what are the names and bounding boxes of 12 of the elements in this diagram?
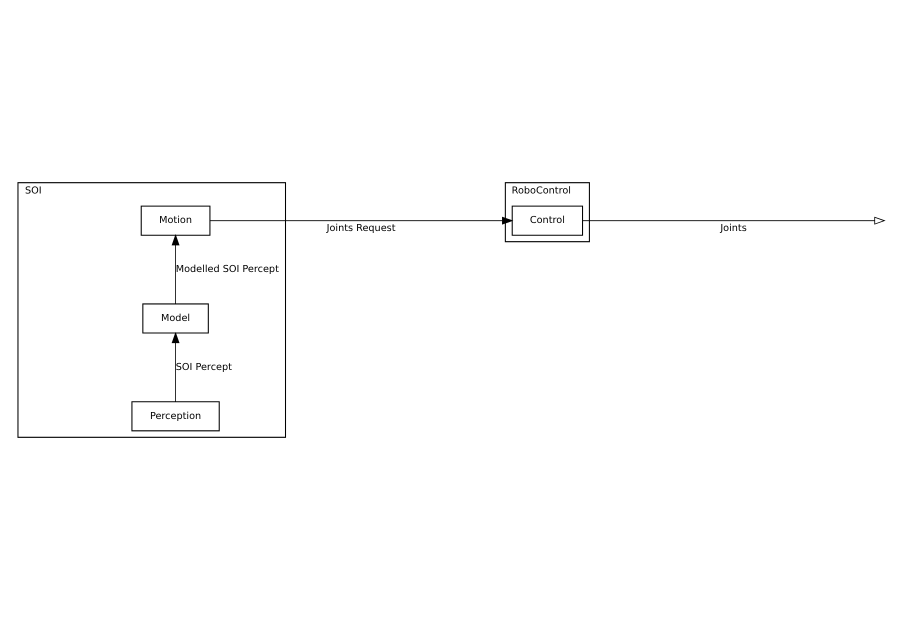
arrow <box>172 331 180 402</box>
arrow <box>172 234 180 304</box>
arrow <box>582 216 886 224</box>
node-box: Motion <box>140 205 210 236</box>
arrow <box>210 216 514 224</box>
edge-label: SOI Percept <box>176 361 232 372</box>
node-box: Model <box>142 302 209 334</box>
node-box: Perception <box>131 400 220 431</box>
edge-label: Joints <box>720 222 747 234</box>
edge-label: Modelled SOI Percept <box>176 264 279 275</box>
edge-label: Joints Request <box>326 222 396 234</box>
node-box: Control <box>512 205 584 236</box>
